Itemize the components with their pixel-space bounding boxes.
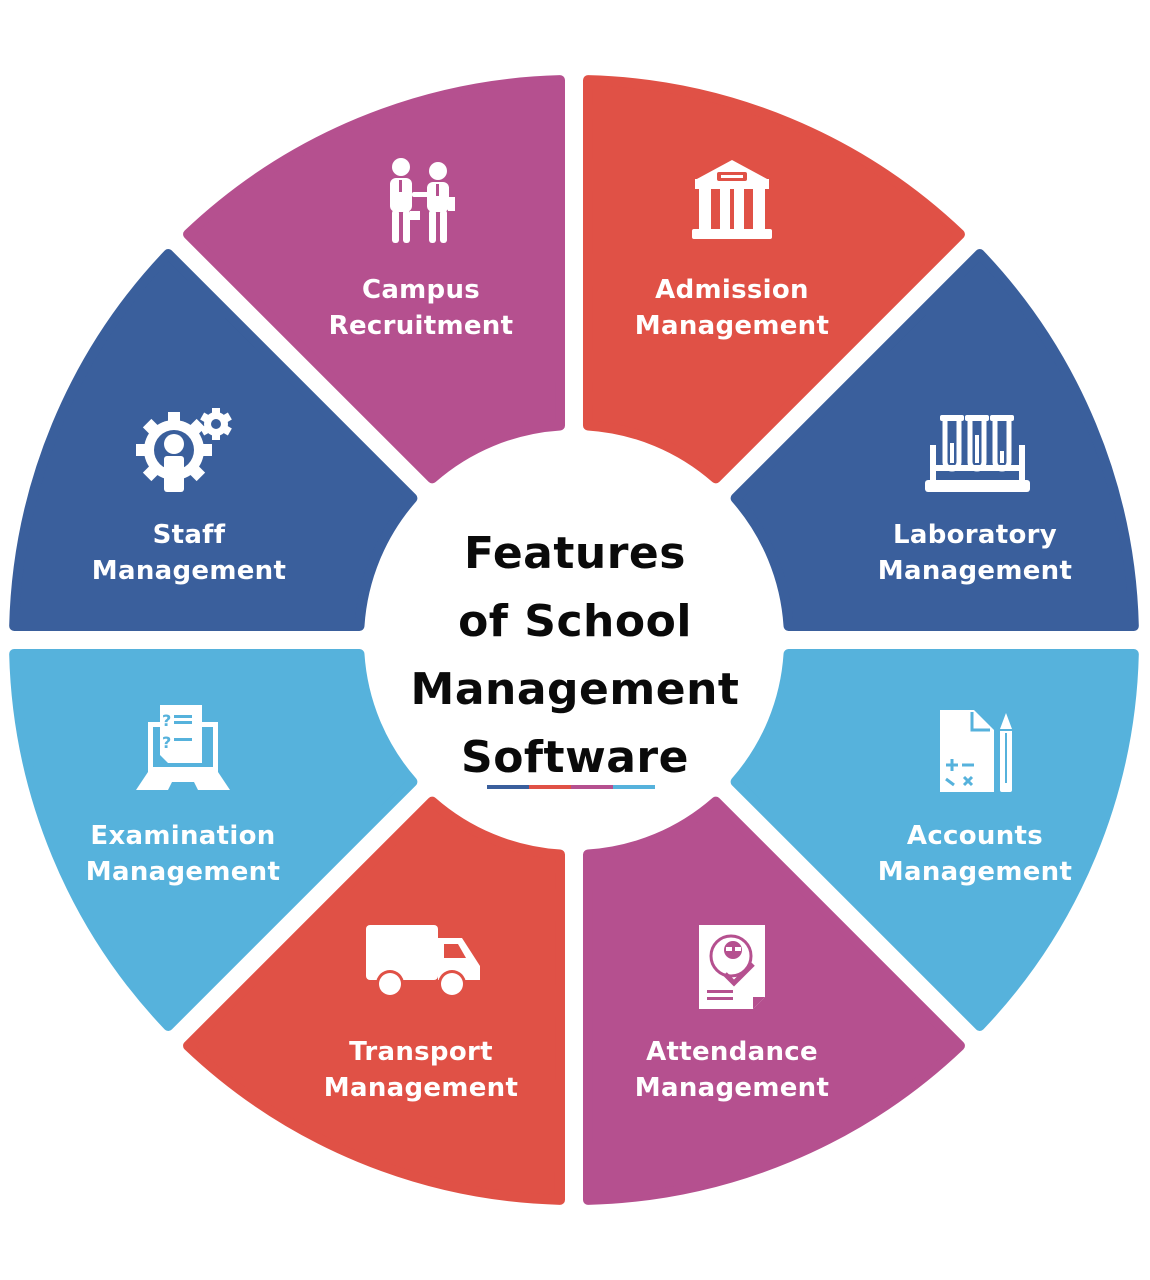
- institution-building-icon: [677, 155, 787, 255]
- label-line: Admission: [655, 275, 809, 305]
- test-tubes-icon: [920, 405, 1030, 505]
- svg-text:?: ?: [162, 733, 171, 752]
- title-line-4: Software: [461, 732, 689, 783]
- label-line: Attendance: [646, 1037, 818, 1067]
- staff-gear-person-icon: [134, 400, 244, 500]
- label-line: Examination: [90, 821, 276, 851]
- calculation-document-pencil-icon: [920, 705, 1030, 805]
- label-line: Laboratory: [892, 520, 1057, 550]
- label-line: Management: [323, 1073, 519, 1103]
- label-line: Management: [91, 556, 287, 586]
- attendance-profile-check-icon: [677, 920, 787, 1020]
- segment-examination-management: [9, 648, 418, 1031]
- segment-admission-management: [582, 75, 965, 484]
- segment-accounts-management: [730, 648, 1139, 1031]
- segment-staff-management: [9, 249, 418, 632]
- segment-campus-recruitment: [183, 75, 566, 484]
- svg-text:?: ?: [162, 711, 171, 730]
- label-line: Recruitment: [328, 311, 514, 341]
- label-line: Campus: [361, 275, 481, 305]
- label-line: Management: [634, 1073, 830, 1103]
- label-line: Management: [877, 857, 1073, 887]
- label-line: Transport: [349, 1037, 493, 1067]
- delivery-truck-icon: [366, 920, 480, 1020]
- underline-dark-blue: [487, 785, 529, 789]
- segment-laboratory-management: [730, 249, 1139, 632]
- label-line: Management: [85, 857, 281, 887]
- business-people-icon: [366, 155, 476, 255]
- label-line: Accounts: [906, 821, 1044, 851]
- underline-purple: [571, 785, 613, 789]
- online-exam-laptop-icon: ? ?: [128, 700, 238, 800]
- center-title: Features of School Management Software: [375, 520, 775, 792]
- segment-transport-management: [183, 796, 566, 1205]
- title-line-2: of School: [458, 596, 692, 647]
- label-line: Management: [877, 556, 1073, 586]
- title-line-1: Features: [464, 528, 686, 579]
- label-line: Staff: [152, 520, 226, 550]
- underline-light-blue: [613, 785, 655, 789]
- segment-attendance-management: [582, 796, 965, 1205]
- title-line-3: Management: [410, 664, 740, 715]
- underline-red: [529, 785, 571, 789]
- label-line: Management: [634, 311, 830, 341]
- title-color-underline: [487, 785, 655, 789]
